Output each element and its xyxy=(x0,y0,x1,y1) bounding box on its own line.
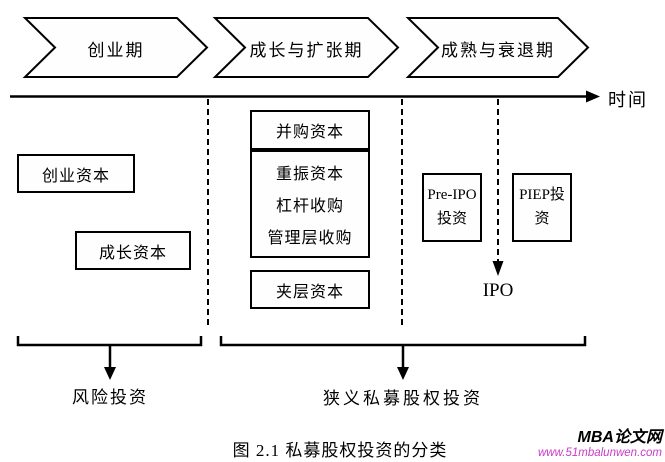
box-row-restructuring-capital: 重振资本 xyxy=(275,166,344,183)
box-row-management-buyout: 管理层收购 xyxy=(267,230,353,247)
box-pre-ipo-line1: Pre-IPO xyxy=(427,187,477,204)
phase-label-growth-expansion: 成长与扩张期 xyxy=(249,41,364,60)
ipo-label: IPO xyxy=(482,280,514,301)
watermark-site-name: MBA论文网 xyxy=(577,429,662,446)
stage-separators xyxy=(207,99,403,328)
box-row-leveraged-buyout: 杠杆收购 xyxy=(275,198,344,215)
bracket-narrow-pe xyxy=(219,336,587,380)
box-buyout-group: 重振资本 杠杆收购 管理层收购 xyxy=(250,150,370,258)
ipo-arrow xyxy=(492,99,504,276)
bracket-label-venture-investment: 风险投资 xyxy=(72,388,148,407)
box-merger-capital: 并购资本 xyxy=(250,110,370,150)
ipo-arrowhead xyxy=(492,261,504,276)
box-growth-capital: 成长资本 xyxy=(75,231,191,270)
box-mezzanine-capital: 夹层资本 xyxy=(250,270,370,309)
timeline-arrow xyxy=(10,90,600,103)
bracket-label-narrow-pe: 狭义私募股权投资 xyxy=(323,389,483,408)
timeline-label: 时间 xyxy=(608,90,648,110)
bracket-right-arrowhead xyxy=(397,367,409,380)
chevron-startup-shape xyxy=(22,17,209,78)
figure-caption: 图 2.1 私募股权投资的分类 xyxy=(232,441,448,460)
phase-chevron-shapes xyxy=(22,17,590,78)
chevron-growth-shape xyxy=(212,17,400,78)
box-piep-line1: PIEP投 xyxy=(519,187,565,204)
box-growth-capital-label: 成长资本 xyxy=(98,244,167,262)
bracket-left-arrowhead xyxy=(104,367,116,380)
box-pre-ipo-line2: 投资 xyxy=(436,210,467,227)
phase-label-startup: 创业期 xyxy=(87,41,145,60)
box-venture-capital: 创业资本 xyxy=(17,154,135,193)
box-piep-line2: 资 xyxy=(534,210,550,227)
box-venture-capital-label: 创业资本 xyxy=(41,167,110,185)
timeline-arrowhead xyxy=(586,90,600,103)
watermark: MBA论文网 www.51mbalunwen.com xyxy=(538,429,662,459)
box-piep-investment: PIEP投 资 xyxy=(512,173,572,242)
watermark-site-url: www.51mbalunwen.com xyxy=(537,446,662,459)
box-pre-ipo-investment: Pre-IPO 投资 xyxy=(422,173,482,242)
chevron-maturity-shape xyxy=(405,17,590,78)
box-mezzanine-capital-label: 夹层资本 xyxy=(275,283,344,301)
phase-label-maturity-decline: 成熟与衰退期 xyxy=(441,41,555,60)
bracket-venture-investment xyxy=(16,336,203,380)
box-merger-capital-label: 并购资本 xyxy=(275,124,344,141)
